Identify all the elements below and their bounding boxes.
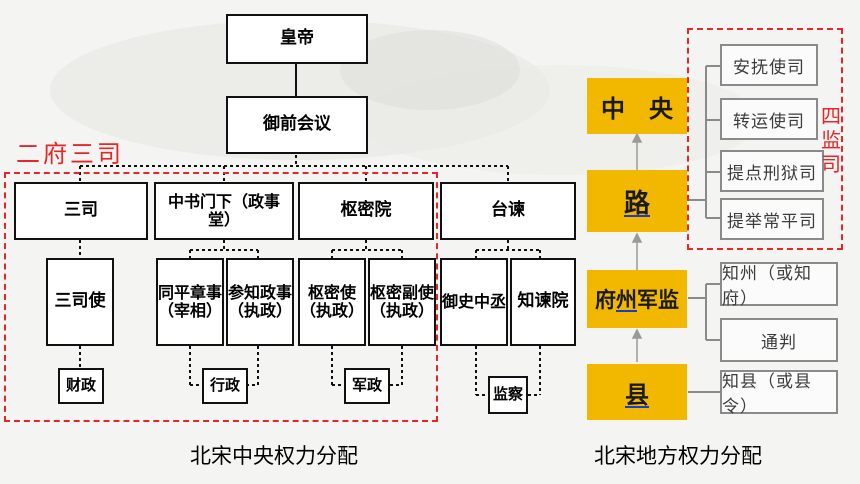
- official-canzhizhengshi: 参知政事（执政）: [226, 258, 294, 346]
- four-supervisors-char: 司: [821, 152, 841, 176]
- erfu-sansi-group: [4, 172, 438, 422]
- level-center-label: 中 央: [601, 93, 673, 123]
- erfu-sansi-label: 二府三司: [16, 140, 124, 168]
- level-fu-suffix: 军监: [637, 287, 679, 312]
- dept-label: 三司: [64, 200, 98, 221]
- dept-sansi: 三司: [14, 182, 148, 240]
- council-box: 御前会议: [226, 96, 368, 154]
- official-label: 御史中丞: [442, 291, 507, 311]
- dept-label: 枢密院: [340, 200, 392, 221]
- supervisor-label: 转运使司: [733, 111, 805, 132]
- dept-zhongshumenxia: 中书门下（政事堂）: [154, 182, 294, 240]
- supervisor-anfushisi: 安抚使司: [720, 44, 818, 86]
- emperor-box: 皇帝: [226, 14, 368, 64]
- official-label: 知州（或知府）: [722, 264, 812, 309]
- four-supervisors-char: 四: [821, 104, 841, 128]
- supervisor-label: 安抚使司: [733, 57, 805, 78]
- level-center: 中 央: [587, 78, 687, 134]
- official-label: 知县（或县令）: [722, 372, 812, 417]
- official-shumifushi: 枢密副使（执政）: [368, 258, 436, 346]
- function-xingzheng: 行政: [202, 368, 248, 404]
- official-label: 知谏院: [517, 291, 569, 312]
- official-zhizhou: 知州（或知府）: [720, 262, 838, 309]
- official-tongpingzhangshi: 同平章事（宰相）: [156, 258, 224, 346]
- function-label: 监察: [492, 385, 523, 404]
- council-label: 御前会议: [263, 114, 331, 135]
- official-note: （宰相）: [158, 301, 223, 320]
- official-zhixian: 知县（或县令）: [720, 370, 838, 417]
- function-jiancha: 监察: [488, 376, 528, 414]
- supervisor-tijuchangpingsi: 提举常平司: [720, 198, 824, 240]
- dept-label: 中书门下（政事堂）: [167, 191, 280, 229]
- official-note: （执政）: [300, 301, 365, 320]
- level-fu-underlined: 州: [616, 287, 637, 312]
- four-supervisors-label: 四 监 司: [820, 104, 842, 176]
- level-xian: 县: [587, 364, 687, 420]
- level-fu-prefix: 府: [595, 287, 616, 312]
- official-label: 枢密使: [307, 282, 356, 302]
- emperor-label: 皇帝: [280, 28, 314, 49]
- four-supervisors-char: 监: [821, 128, 841, 152]
- level-lu: 路: [587, 170, 687, 232]
- official-label: 三司使: [54, 291, 106, 312]
- dept-shumiyuan: 枢密院: [298, 182, 434, 240]
- dept-label: 台谏: [491, 200, 525, 221]
- function-junzheng: 军政: [344, 368, 390, 404]
- function-label: 军政: [351, 376, 382, 395]
- official-note: （执政）: [228, 301, 293, 320]
- official-label: 同平章事: [158, 282, 223, 302]
- official-sansishi: 三司使: [46, 258, 114, 346]
- level-fuzhou: 府州军监: [587, 270, 687, 328]
- official-label: 通判: [761, 332, 797, 353]
- function-label: 财政: [65, 376, 96, 395]
- official-yushizhongcheng: 御史中丞: [440, 258, 508, 346]
- supervisor-zhuanyunshisi: 转运使司: [720, 98, 818, 140]
- dept-taijian: 台谏: [440, 182, 576, 240]
- function-caizheng: 财政: [58, 368, 104, 404]
- official-shumishi: 枢密使（执政）: [298, 258, 366, 346]
- supervisor-label: 提点刑狱司: [727, 163, 817, 184]
- supervisor-label: 提举常平司: [727, 211, 817, 232]
- supervisor-tidianxingyusi: 提点刑狱司: [720, 150, 824, 192]
- four-supervisors-group: [687, 28, 843, 250]
- level-lu-label: 路: [623, 188, 650, 219]
- official-zhijianyuan: 知谏院: [510, 258, 576, 346]
- official-label: 枢密副使: [370, 282, 435, 302]
- local-caption: 北宋地方权力分配: [594, 444, 762, 468]
- official-note: （执政）: [370, 301, 435, 320]
- level-xian-label: 县: [625, 379, 649, 409]
- official-tongpan: 通判: [720, 318, 838, 362]
- official-label: 参知政事: [228, 282, 293, 302]
- function-label: 行政: [209, 376, 240, 395]
- central-caption: 北宋中央权力分配: [190, 444, 358, 468]
